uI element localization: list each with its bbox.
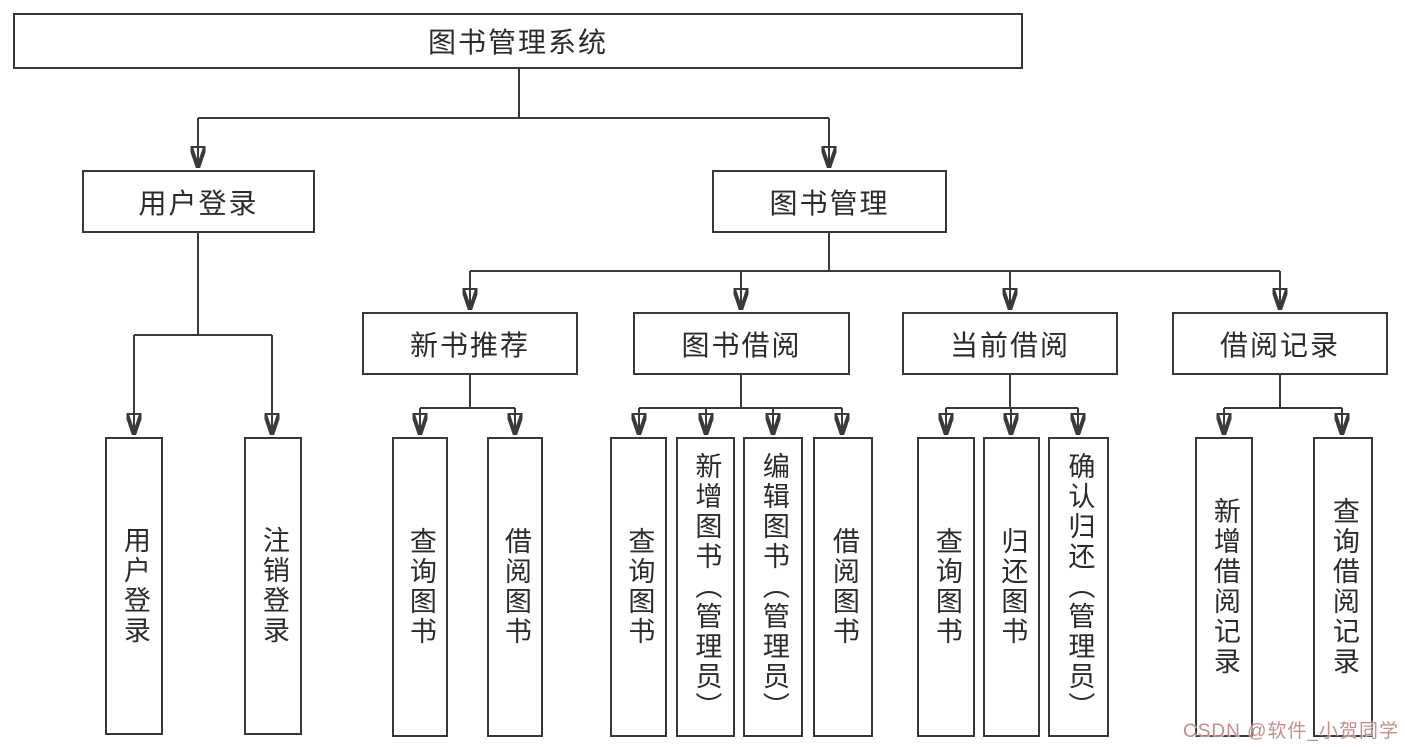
leaf-user-login-label: 用户登录 xyxy=(119,526,150,646)
watermark: CSDN @软件_小贺同学 xyxy=(1183,721,1399,742)
connector-current-borrow-children xyxy=(946,375,1078,434)
node-book-management: 图书管理 xyxy=(712,170,947,233)
leaf-borrow-books: 借阅图书 xyxy=(813,437,873,737)
leaf-add-borrow-record: 新增借阅记录 xyxy=(1195,437,1253,737)
leaf-add-books-admin: 新增图书（管理员） xyxy=(676,437,735,737)
connector-book-mgmt-children xyxy=(470,233,1280,309)
leaf-edit-books-admin-label: 编辑图书（管理员） xyxy=(758,452,789,722)
leaf-query-borrow-record: 查询借阅记录 xyxy=(1313,437,1373,737)
leaf-borrow-books-label: 借阅图书 xyxy=(828,527,859,647)
leaf-return-books-label: 归还图书 xyxy=(997,527,1028,647)
connector-new-book-rec-children xyxy=(420,375,515,434)
leaf-borrow-books-recommend-label: 借阅图书 xyxy=(500,527,531,647)
node-borrow-records: 借阅记录 xyxy=(1172,312,1388,375)
node-new-book-recommend: 新书推荐 xyxy=(362,312,578,375)
leaf-add-borrow-record-label: 新增借阅记录 xyxy=(1209,497,1240,677)
connector-borrow-records-children xyxy=(1224,375,1342,434)
connector-book-borrow-children xyxy=(639,375,842,434)
leaf-add-books-admin-label: 新增图书（管理员） xyxy=(691,452,722,722)
leaf-edit-books-admin: 编辑图书（管理员） xyxy=(743,437,803,737)
leaf-confirm-return-admin: 确认归还（管理员） xyxy=(1048,437,1109,737)
leaf-confirm-return-admin-label: 确认归还（管理员） xyxy=(1064,452,1095,722)
leaf-query-books-recommend-label: 查询图书 xyxy=(405,527,436,647)
leaf-user-login: 用户登录 xyxy=(105,437,163,735)
leaf-query-books-current-label: 查询图书 xyxy=(931,527,962,647)
node-library-system: 图书管理系统 xyxy=(13,13,1023,69)
leaf-query-books-borrow-label: 查询图书 xyxy=(624,527,655,647)
leaf-query-books-current: 查询图书 xyxy=(917,437,975,737)
leaf-return-books: 归还图书 xyxy=(983,437,1040,737)
leaf-logout-label: 注销登录 xyxy=(258,526,289,646)
node-current-borrow: 当前借阅 xyxy=(902,312,1118,375)
leaf-query-books-recommend: 查询图书 xyxy=(392,437,448,737)
leaf-logout: 注销登录 xyxy=(244,437,302,735)
node-user-login: 用户登录 xyxy=(82,170,315,233)
node-book-borrow: 图书借阅 xyxy=(633,312,850,375)
connector-user-login-children xyxy=(134,233,272,434)
leaf-borrow-books-recommend: 借阅图书 xyxy=(487,437,543,737)
connector-root-children xyxy=(198,69,829,167)
leaf-query-books-borrow: 查询图书 xyxy=(610,437,667,737)
leaf-query-borrow-record-label: 查询借阅记录 xyxy=(1328,497,1359,677)
